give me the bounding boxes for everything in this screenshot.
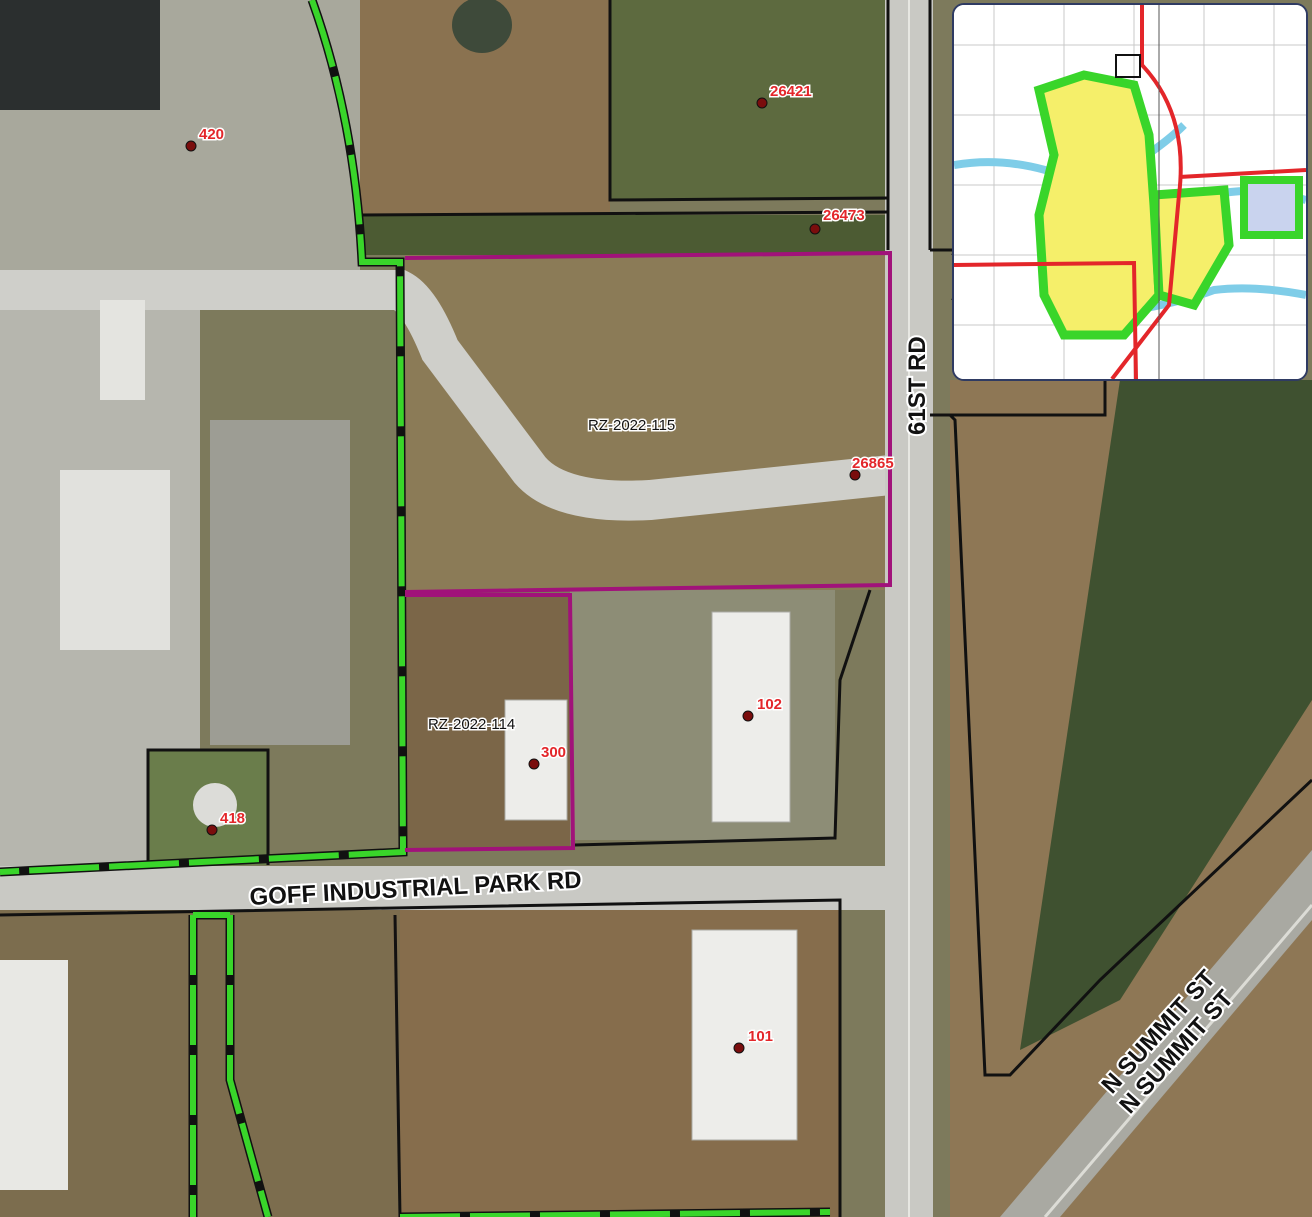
highway-median — [1043, 904, 1312, 1217]
lot-102 — [570, 590, 835, 840]
address-label-101: 101 — [748, 1028, 773, 1045]
warehouse-sw — [0, 960, 68, 1190]
plant-building-1 — [100, 300, 145, 400]
inset-city-limits — [1033, 70, 1164, 340]
address-label-102: 102 — [757, 696, 782, 713]
pond-liner — [0, 0, 160, 110]
address-point-26473[interactable] — [809, 223, 821, 235]
address-points — [185, 97, 861, 1054]
address-label-418: 418 — [220, 810, 245, 827]
city-limit-line — [0, 0, 831, 1217]
tree-line — [360, 215, 890, 255]
inset-site-extent — [1115, 54, 1141, 78]
address-label-420: 420 — [199, 126, 224, 143]
address-point-420[interactable] — [185, 140, 197, 152]
parking-lot — [210, 420, 350, 745]
address-point-300[interactable] — [528, 758, 540, 770]
highway-surface — [1000, 850, 1312, 1217]
inset-highways — [954, 5, 1306, 379]
address-point-101[interactable] — [733, 1042, 745, 1054]
address-label-26473: 26473 — [823, 207, 865, 224]
plant-building-2 — [60, 470, 170, 650]
inset-airport — [1240, 176, 1303, 239]
address-label-300: 300 — [541, 744, 566, 761]
parcel-label-rz-115: RZ-2022-115 — [588, 417, 675, 434]
address-point-26421[interactable] — [756, 97, 768, 109]
wooded-lot — [610, 0, 890, 200]
pond — [452, 0, 512, 53]
address-label-26421: 26421 — [770, 83, 812, 100]
rezoning-boundaries — [404, 250, 892, 852]
building-101 — [691, 929, 798, 1141]
locator-inset — [952, 3, 1308, 381]
address-point-102[interactable] — [742, 710, 754, 722]
address-label-26865: 26865 — [852, 455, 894, 472]
address-point-26865[interactable] — [849, 469, 861, 481]
water-tower — [193, 783, 237, 827]
address-point-418[interactable] — [206, 824, 218, 836]
access-drive — [0, 270, 893, 521]
parcel-label-rz-114: RZ-2022-114 — [428, 716, 515, 733]
inset-map — [954, 5, 1306, 379]
forest-east — [1020, 380, 1312, 1050]
road-label-61st: 61ST RD — [904, 336, 931, 435]
